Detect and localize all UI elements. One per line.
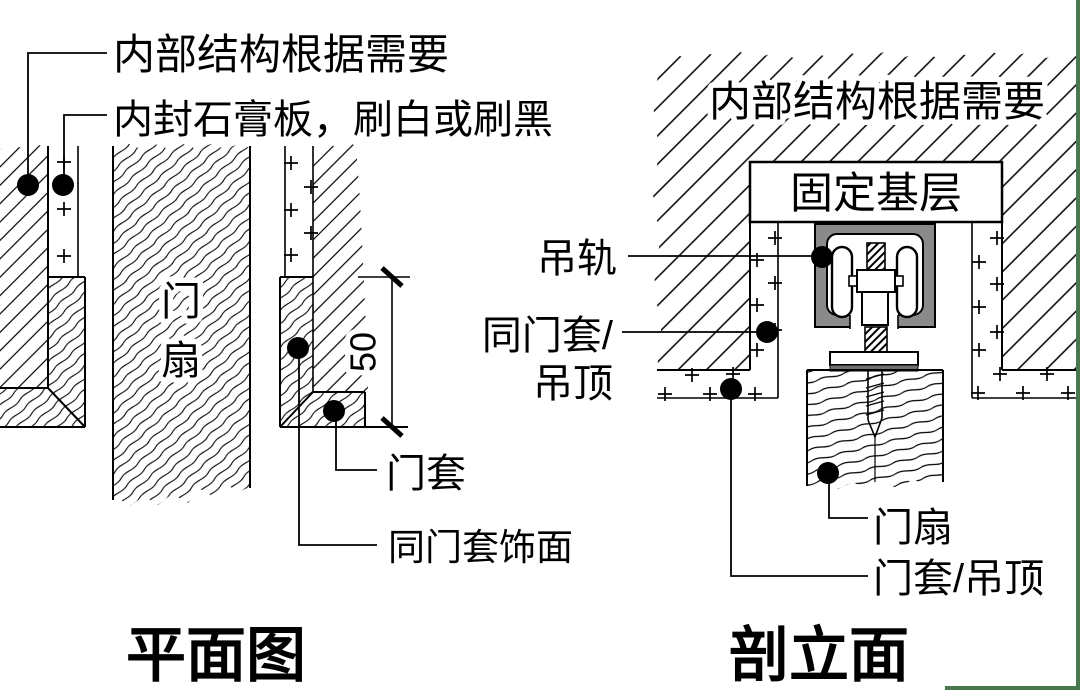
leader-gypsum-board [63,114,107,185]
elev-structure-hatch [652,52,1076,370]
elevation-title: 剖立面 [729,622,909,689]
plan-left-casing-wood [0,277,85,427]
screen-edge-right [1076,0,1080,690]
plan-internal-structure-label: 内部结构根据需要 [113,31,449,78]
leader-internal-structure [27,52,107,185]
elev-same-as-casing-label-line1: 同门套/ [482,314,614,358]
elev-casing-ceiling-label: 门套/吊顶 [873,557,1044,601]
dot-casing-ceiling [720,378,742,400]
dot-door-casing [323,400,345,422]
dot-gypsum-board [52,174,74,196]
elev-screw [865,370,885,482]
plan-door-leaf-label: 门扇 [161,280,201,383]
dot-casing-finish [287,337,309,359]
dot-hanging-track [811,246,833,268]
dot-same-as-casing [756,321,778,343]
hanger-bolt-upper [866,242,886,271]
leader-casing-ceiling [730,389,868,577]
elev-fixed-base-box [748,160,1004,224]
hanger-crossbar [856,269,896,293]
plan-door-leaf-hatch [113,143,250,506]
plan-left-wall-hatch [0,144,48,388]
elev-same-as-casing-label-line2: 吊顶 [533,362,613,406]
plan-casing-finish-label: 同门套饰面 [388,527,573,568]
plan-title: 平面图 [126,622,306,689]
dot-door-leaf [817,462,839,484]
screen-edge-bottom [945,686,1080,690]
dimension-text: 50 [343,332,384,372]
leader-casing-finish [298,348,377,546]
dimension-extension-line [358,276,410,427]
plan-left-casing-outline [0,276,86,428]
leader-door-leaf [828,473,868,519]
elev-board-lines [657,222,1076,399]
plan-right-casing-wood [280,277,365,427]
plan-door-leaf-edges [112,146,251,500]
plan-door-casing-label: 门套 [386,452,466,496]
elev-annotations: 吊轨 同门套/ 吊顶 门扇 门套/吊顶 [482,237,1044,601]
mounting-plate [829,351,919,366]
plan-right-casing-outline [279,276,408,428]
plan-right-wall-hatch [313,143,368,392]
leader-door-casing [335,411,377,471]
plan-annotations: 内部结构根据需要 内封石膏板，刷白或刷黑 门套 同门套饰面 [17,31,573,568]
hanger-bolt-lower [864,326,888,354]
hanger-tab-left [848,275,858,287]
plan-gypsum-board-label: 内封石膏板，刷白或刷黑 [113,98,553,142]
elevation-view: 固定基层 内部结构根据需要 [482,52,1076,689]
hanger-tab-right [894,275,904,287]
elev-door-leaf-edges [806,369,944,486]
plan-dimension-50: 50 [337,268,410,436]
elev-fixed-base-label: 固定基层 [790,170,962,218]
elev-door-leaf-label: 门扇 [873,506,953,550]
elev-hanging-track [814,223,936,372]
plan-view: 门扇 50 内部结构根据需要 内封石膏板，刷白或刷黑 [0,31,573,689]
elev-structure-outline [657,222,1076,371]
hanger-body [861,291,889,326]
elev-hanging-track-label: 吊轨 [537,237,617,281]
track-flange-edges [849,315,899,329]
elev-internal-structure-label: 内部结构根据需要 [709,78,1045,125]
elev-door-leaf-hatch [807,370,943,490]
dot-internal-structure [17,174,39,196]
